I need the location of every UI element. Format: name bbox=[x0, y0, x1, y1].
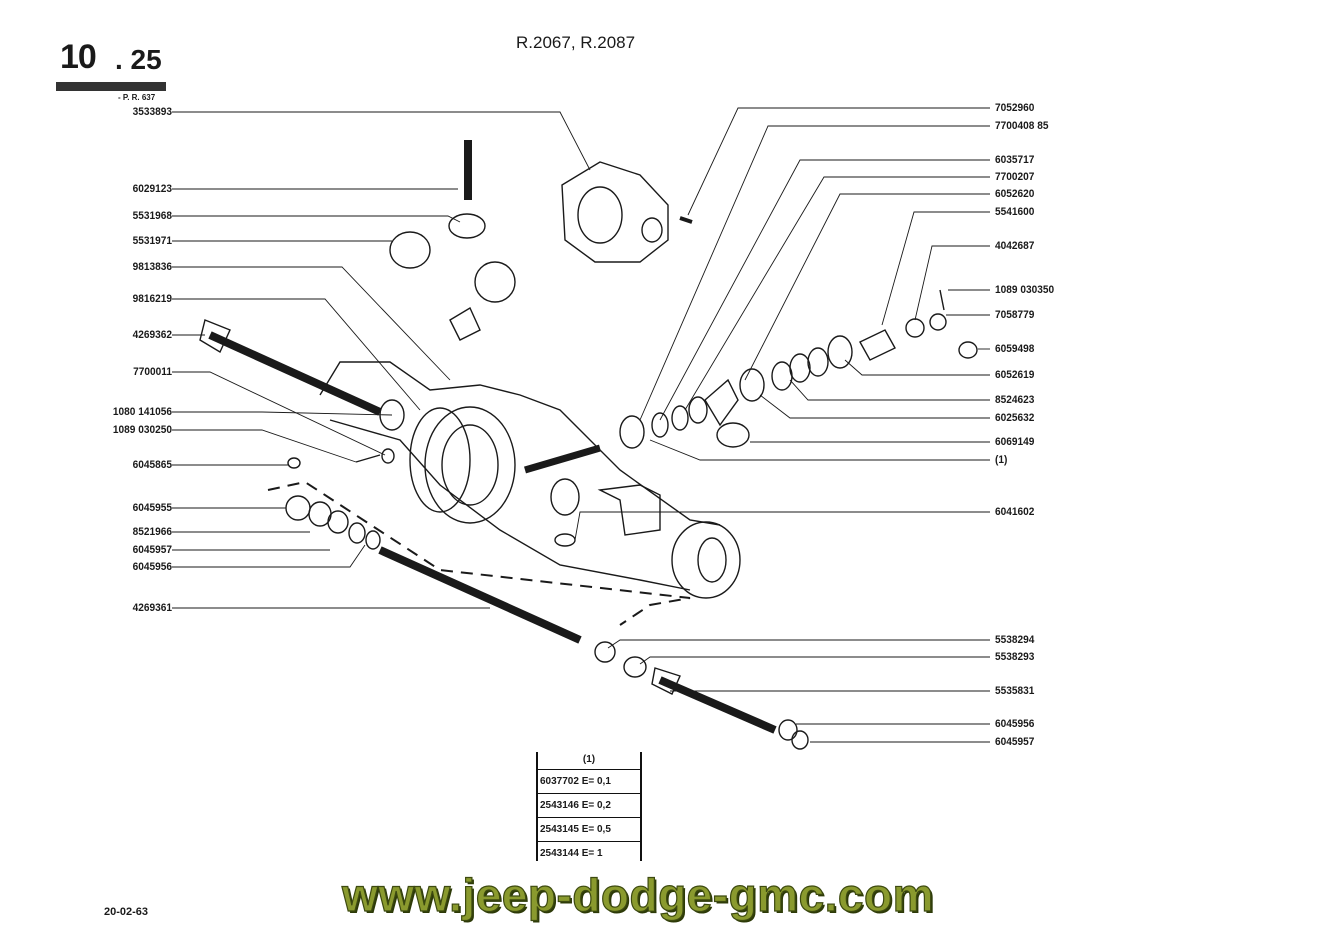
part-number-right: 4042687 bbox=[995, 240, 1035, 252]
part-number-right: 1089 030350 bbox=[995, 284, 1055, 296]
part-number-left: 1089 030250 bbox=[112, 424, 172, 436]
part-number-left: 9813836 bbox=[132, 261, 172, 273]
part-number-right: 6035717 bbox=[995, 154, 1035, 166]
part-number-right: 7700408 85 bbox=[995, 120, 1049, 132]
section-number-major: 10 bbox=[60, 38, 97, 76]
part-number-right: 6052619 bbox=[995, 369, 1035, 381]
part-number-left: 6045865 bbox=[132, 459, 172, 471]
part-number-left: 5531968 bbox=[132, 210, 172, 222]
shim-table: (1) 6037702 E= 0,1 2543146 E= 0,2 254314… bbox=[536, 752, 642, 861]
part-number-left: 7700011 bbox=[133, 366, 172, 378]
shim-table-row: 2543145 E= 0,5 bbox=[538, 818, 640, 842]
part-number-right: 6025632 bbox=[995, 412, 1035, 424]
part-number-right: 6041602 bbox=[995, 506, 1035, 518]
part-number-right: 6052620 bbox=[995, 188, 1035, 200]
part-number-right: 6045956 bbox=[995, 718, 1035, 730]
section-reference: - P. R. 637 bbox=[118, 93, 156, 102]
part-number-left: 9816219 bbox=[132, 293, 172, 305]
part-number-left: 1080 141056 bbox=[112, 406, 172, 418]
part-number-right: 5535831 bbox=[995, 685, 1035, 697]
part-number-right: 5541600 bbox=[995, 206, 1035, 218]
part-number-left: 4269362 bbox=[132, 329, 172, 341]
shim-table-row: 2543144 E= 1 bbox=[540, 848, 603, 859]
part-number-left: 6045955 bbox=[132, 502, 172, 514]
part-number-left: 6045957 bbox=[132, 544, 172, 556]
part-number-right: 6059498 bbox=[995, 343, 1035, 355]
section-bar bbox=[56, 82, 166, 91]
part-number-left: 5531971 bbox=[132, 235, 172, 247]
part-number-left: 6045956 bbox=[132, 561, 172, 573]
print-date: 20-02-63 bbox=[104, 906, 149, 918]
part-number-right: 8524623 bbox=[995, 394, 1035, 406]
model-title: R.2067, R.2087 bbox=[516, 33, 636, 52]
website-watermark: www.jeep-dodge-gmc.com bbox=[341, 868, 935, 921]
section-number-minor: . 25 bbox=[115, 44, 162, 75]
part-number-right: 5538294 bbox=[995, 634, 1035, 646]
part-number-left: 4269361 bbox=[132, 602, 172, 614]
part-number-right: 5538293 bbox=[995, 651, 1035, 663]
shim-table-row: 6037702 E= 0,1 bbox=[538, 770, 640, 794]
shim-table-header: (1) bbox=[538, 752, 640, 770]
part-number-left: 8521966 bbox=[132, 526, 172, 538]
part-number-right: 6069149 bbox=[995, 436, 1035, 448]
part-number-right: (1) bbox=[995, 454, 1008, 466]
shim-table-row: 2543146 E= 0,2 bbox=[538, 794, 640, 818]
part-number-right: 6045957 bbox=[995, 736, 1035, 748]
part-number-right: 7058779 bbox=[995, 309, 1035, 321]
part-number-right: 7052960 bbox=[995, 102, 1035, 114]
part-number-left: 3533893 bbox=[132, 106, 172, 118]
part-number-right: 7700207 bbox=[995, 171, 1035, 183]
part-number-left: 6029123 bbox=[132, 183, 172, 195]
